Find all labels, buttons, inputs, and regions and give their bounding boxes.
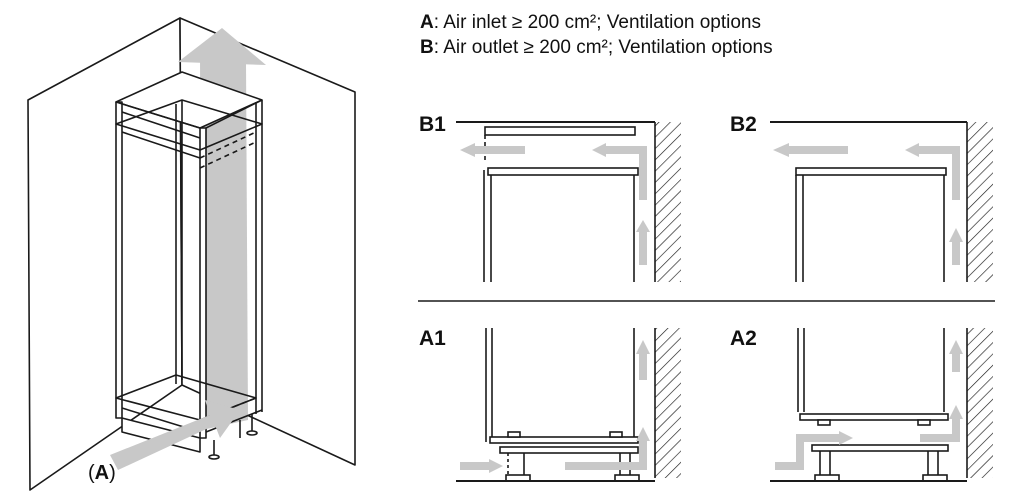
- callout-a-close: ): [109, 462, 116, 484]
- b1-cabinet-top: [487, 167, 639, 176]
- b2-wall-hatch: [967, 122, 993, 282]
- outlet-arrow-head: [178, 28, 266, 65]
- a1-plinth: [499, 446, 639, 454]
- panel-b1: [456, 121, 681, 282]
- panel-label-b2: B2: [730, 113, 757, 136]
- a2-cabinet-bottom: [799, 413, 949, 421]
- b1-wall-hatch: [655, 122, 681, 282]
- panel-a2: [770, 328, 993, 482]
- b2-cabinet-top: [795, 167, 947, 176]
- a1-wall-hatch: [655, 328, 681, 478]
- legend-b-key: B: [420, 37, 434, 58]
- a2-flow-arrow-1: [775, 434, 840, 470]
- panel-b2: [770, 121, 993, 282]
- legend-a-text: : Air inlet ≥ 200 cm²; Ventilation optio…: [433, 12, 762, 33]
- a2-plinth: [811, 444, 949, 452]
- a1-flow-arrow-2: [565, 440, 647, 470]
- legend-line-b: B: Air outlet ≥ 200 cm²; Ventilation opt…: [420, 35, 773, 60]
- inlet-arrow: [110, 400, 240, 470]
- panel-label-b1: B1: [419, 113, 446, 136]
- b1-top-panel: [484, 126, 636, 136]
- panel-label-a1: A1: [419, 327, 446, 350]
- callout-a: (A): [88, 462, 116, 485]
- b2-flow-arrow-2: [918, 146, 960, 200]
- callout-a-open: (: [88, 462, 95, 484]
- legend-line-a: A: Air inlet ≥ 200 cm²; Ventilation opti…: [420, 10, 773, 35]
- panel-a1: [456, 328, 681, 482]
- niche-3d: [27, 17, 356, 491]
- b1-flow-arrow-2: [605, 146, 647, 200]
- legend-a-key: A: [420, 12, 434, 33]
- cabinet-feet: [208, 414, 258, 460]
- panel-label-a2: A2: [730, 327, 757, 350]
- a1-cabinet-bottom: [489, 436, 639, 444]
- legend-b-text: : Air outlet ≥ 200 cm²; Ventilation opti…: [433, 37, 773, 58]
- legend: A: Air inlet ≥ 200 cm²; Ventilation opti…: [420, 10, 773, 60]
- callout-a-key: A: [94, 462, 110, 484]
- a2-flow-arrow-2: [920, 418, 960, 442]
- a2-wall-hatch: [967, 328, 993, 478]
